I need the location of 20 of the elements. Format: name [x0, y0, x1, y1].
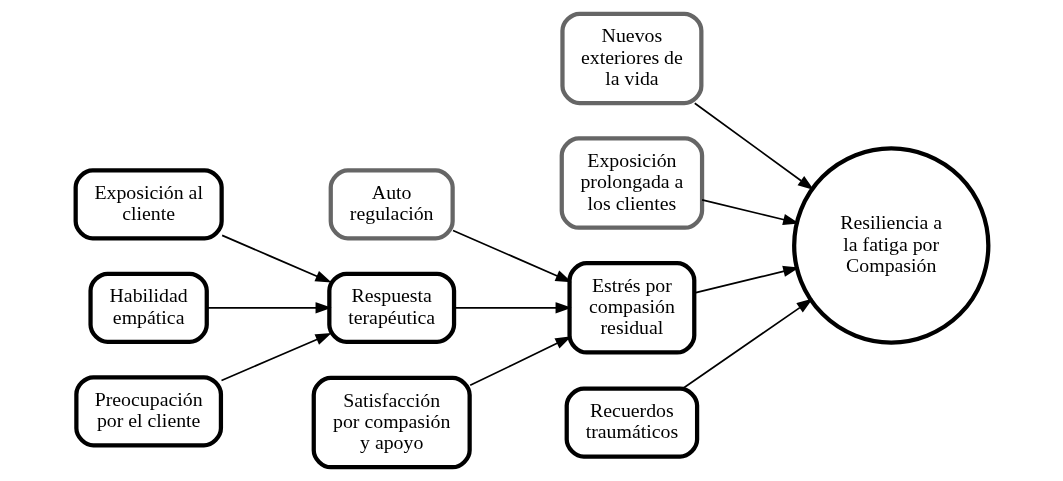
arrow: [220, 234, 332, 283]
node-box: Respuesta terapéutica: [326, 271, 456, 344]
arrow: [205, 302, 332, 314]
arrow: [468, 336, 571, 387]
node-box: Exposición prolongada a los clientes: [559, 136, 704, 230]
arrow: [700, 198, 799, 226]
node-circle: Resiliencia a la fatiga por Compasión: [791, 146, 990, 345]
arrow: [693, 102, 814, 191]
node-box: Satisfacción por compasión y apoyo: [311, 375, 472, 470]
node-box: Preocupación por el cliente: [73, 375, 223, 448]
node-box: Recuerdos traumáticos: [564, 386, 699, 459]
node-box: Nuevos exteriores de la vida: [559, 11, 703, 106]
node-box: Habilidad empática: [87, 271, 209, 344]
arrow: [693, 265, 799, 294]
arrow: [451, 229, 572, 283]
arrow: [220, 333, 332, 382]
node-box: Auto regulación: [328, 168, 455, 241]
node-box: Estrés por compasión residual: [566, 261, 696, 355]
node-box: Exposición al cliente: [73, 168, 224, 241]
arrow: [681, 298, 813, 390]
